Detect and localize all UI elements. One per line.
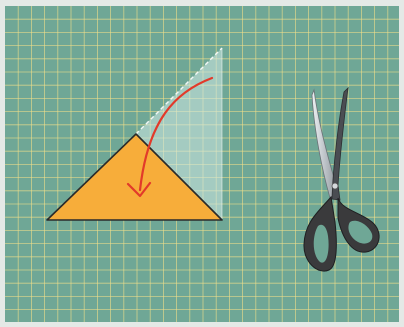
scissors-pivot	[332, 183, 338, 189]
